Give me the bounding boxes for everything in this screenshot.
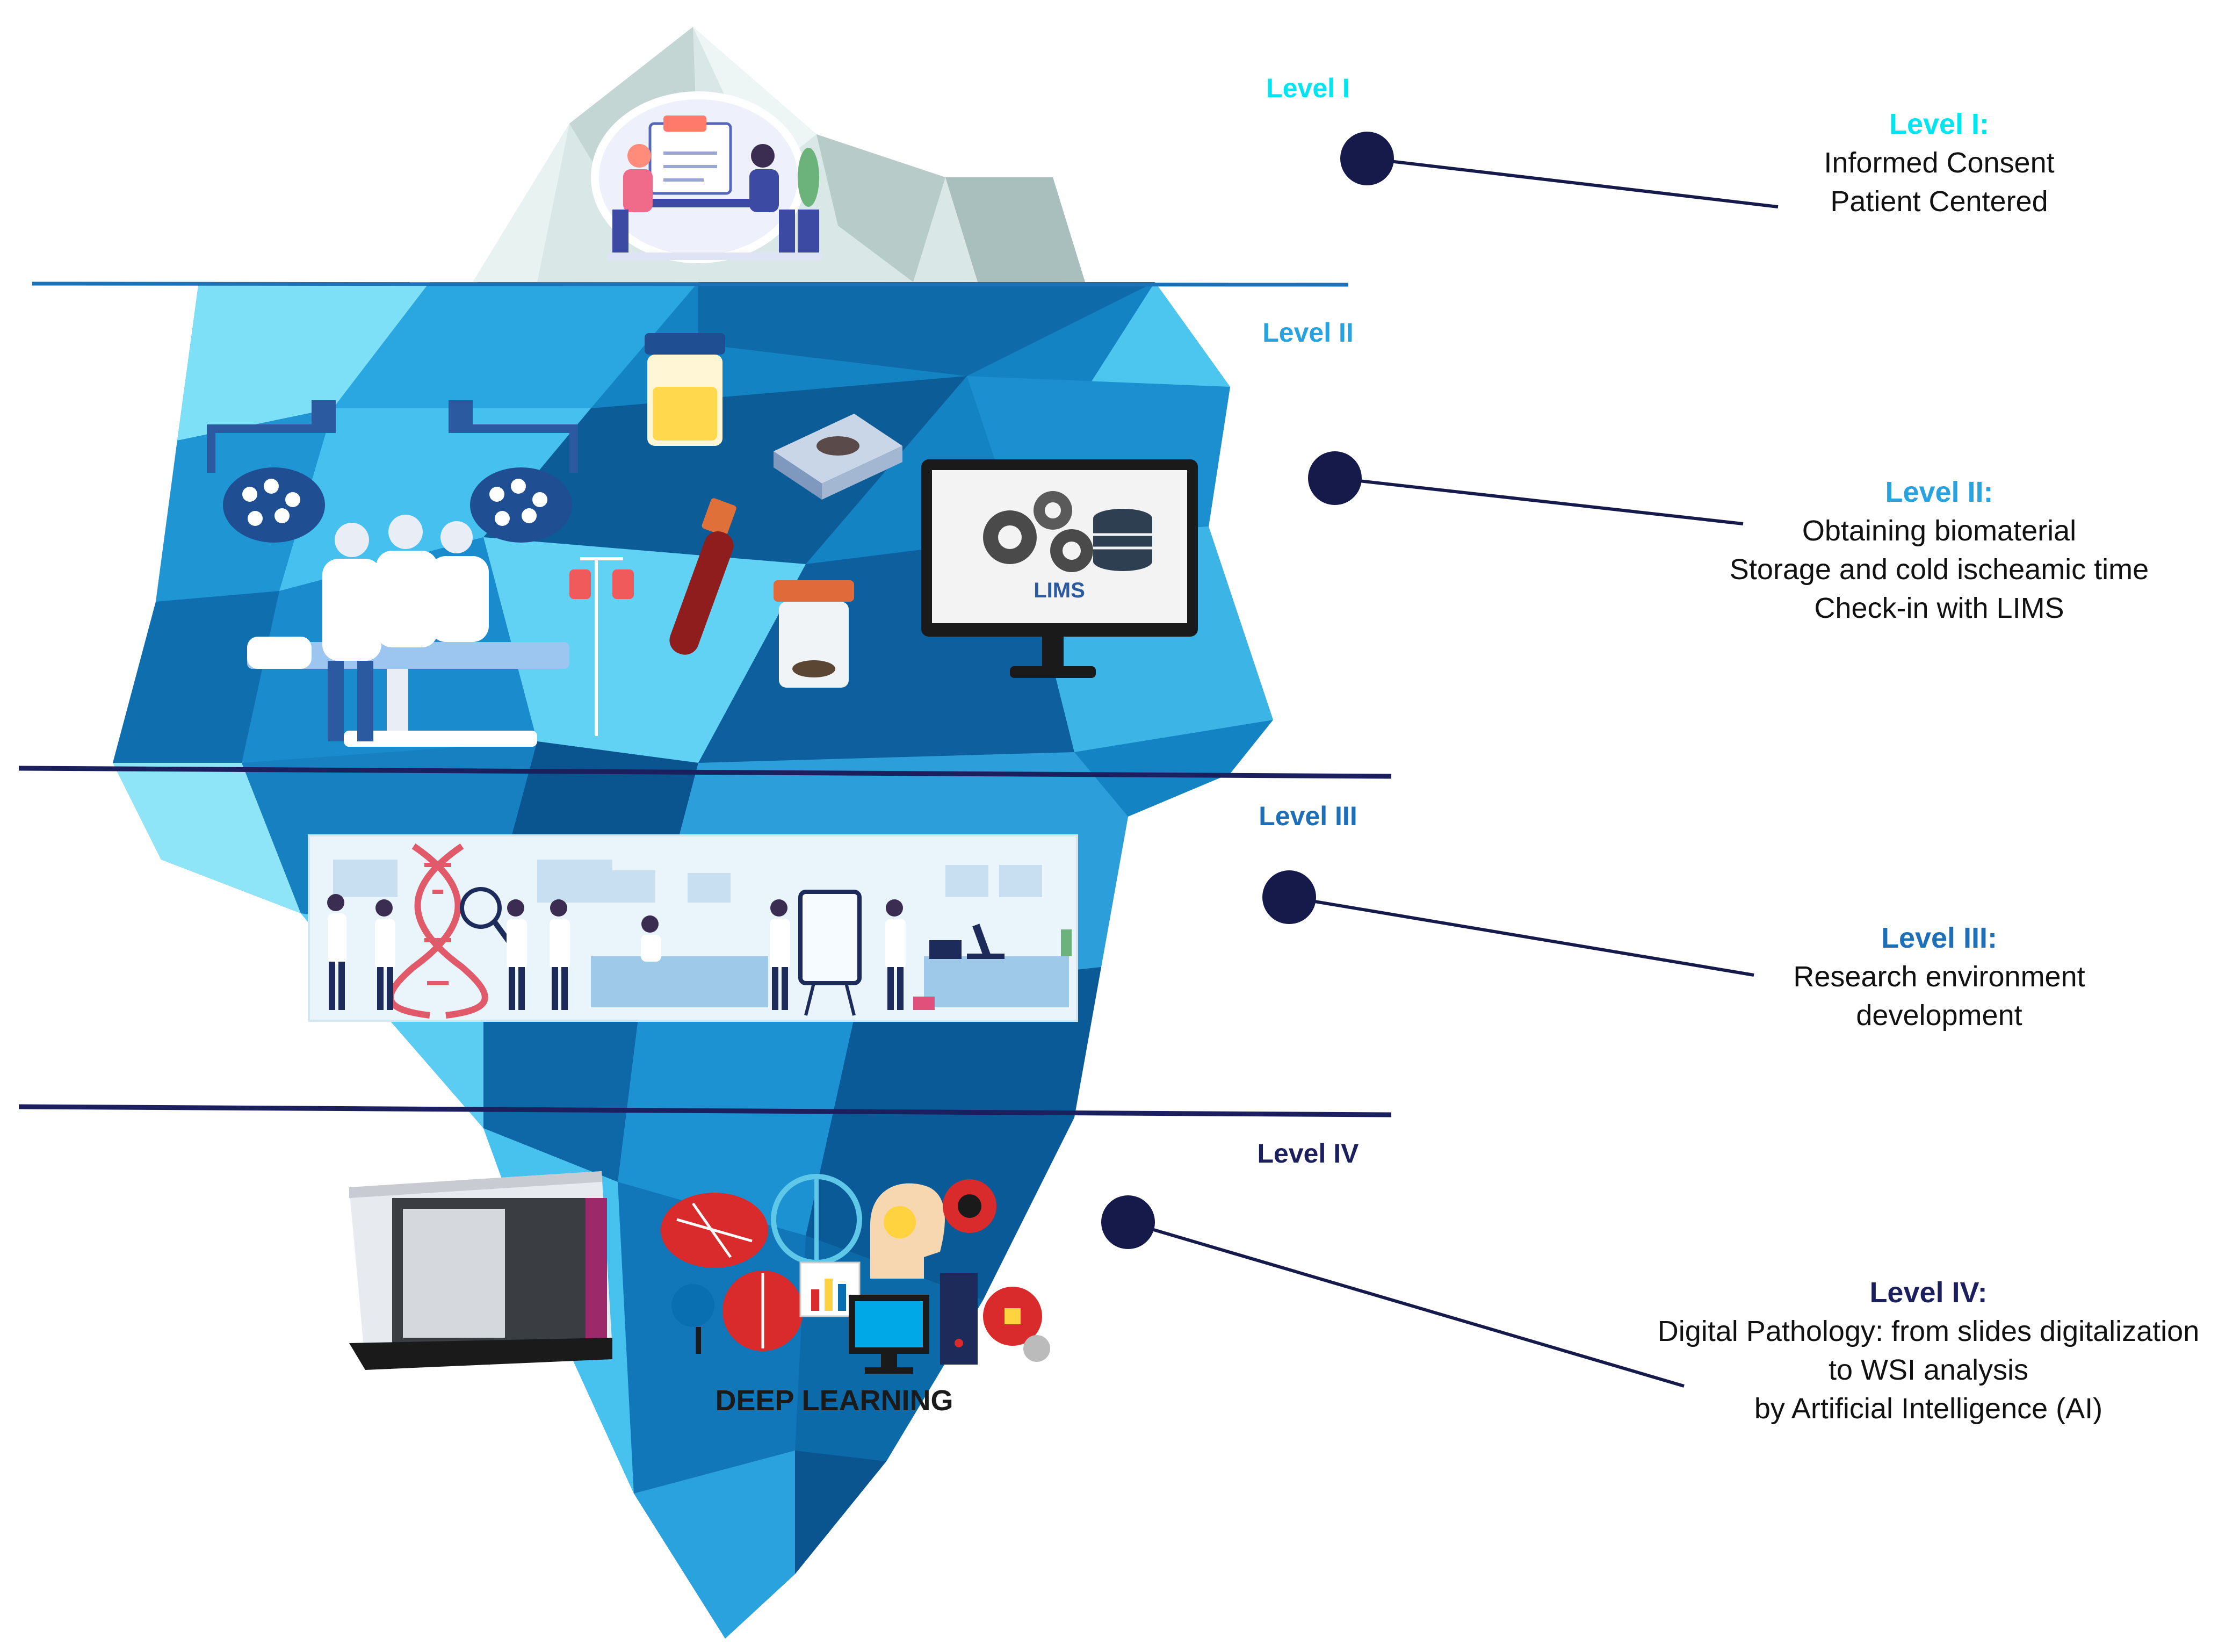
callout-connectors	[1101, 132, 1779, 1388]
level-2-line-3: Check-in with LIMS	[1814, 592, 2064, 624]
gear-icon	[1034, 491, 1072, 530]
search-icon	[671, 1284, 714, 1354]
connector-dot-level-3	[1262, 870, 1316, 924]
level-divider-3	[18, 1104, 1392, 1117]
level-1-line-1: Informed Consent	[1824, 147, 2055, 179]
level-3-line-2: development	[1856, 999, 2022, 1031]
connector-level-2	[1334, 477, 1744, 525]
level-2-line-2: Storage and cold ischeamic time	[1729, 553, 2149, 586]
level-2-heading: Level II:	[1885, 476, 1993, 508]
microscope-icon	[929, 924, 1005, 959]
connector-dot-level-2	[1308, 451, 1362, 505]
scientist-icon	[327, 894, 906, 1010]
level-2-tag: Level II	[1262, 318, 1354, 348]
connector-level-4	[1128, 1221, 1685, 1388]
deep-learning-cluster: DEEP LEARNING	[661, 1174, 1050, 1417]
blood-tube-icon	[669, 498, 736, 655]
level-3-line-1: Research environment	[1793, 961, 2085, 993]
presentation-board-icon	[798, 890, 862, 1016]
bar-chart-icon	[799, 1261, 861, 1317]
level-1-description: Level I: Informed Consent Patient Center…	[1724, 105, 2154, 221]
level-divider-1	[32, 282, 1349, 287]
lightbulb-head-icon	[870, 1183, 945, 1279]
dna-icon	[387, 843, 488, 1019]
slide-scanner-icon	[349, 1171, 612, 1370]
connector-level-3	[1289, 896, 1754, 977]
server-icon	[940, 1273, 978, 1365]
tissue-cassette-icon	[774, 414, 902, 500]
brain-icon	[661, 1193, 768, 1268]
brain-icon	[722, 1271, 803, 1351]
lims-monitor-icon: LIMS	[921, 459, 1198, 678]
level-3-description: Level III: Research environment developm…	[1724, 919, 2154, 1035]
level-4-heading: Level IV:	[1869, 1276, 1988, 1309]
gear-icon	[983, 510, 1037, 564]
database-icon	[1093, 509, 1152, 571]
gear-icon	[983, 1287, 1042, 1346]
level-2-line-1: Obtaining biomaterial	[1802, 515, 2077, 547]
level-3-heading: Level III:	[1881, 922, 1998, 954]
level-4-line-1: Digital Pathology: from slides digitaliz…	[1657, 1315, 2200, 1347]
connector-dot-level-4	[1101, 1195, 1155, 1249]
surgeon-icon	[247, 515, 634, 747]
connector-level-1	[1367, 157, 1779, 208]
level-4-tag: Level IV	[1257, 1138, 1359, 1168]
consultation-icon	[591, 91, 822, 263]
level-4-line-3: by Artificial Intelligence (AI)	[1754, 1393, 2103, 1425]
computer-icon	[849, 1295, 929, 1374]
connector-dot-level-1	[1340, 132, 1394, 185]
level-2-description: Level II: Obtaining biomaterial Storage …	[1671, 473, 2208, 627]
research-lab-banner	[308, 834, 1078, 1022]
level-4-line-2: to WSI analysis	[1828, 1354, 2029, 1386]
level-divider-2	[18, 766, 1392, 779]
gear-icon	[1050, 529, 1093, 572]
level-1-heading: Level I:	[1889, 108, 1990, 140]
gear-icon	[1023, 1335, 1050, 1362]
settings-icon	[943, 1179, 996, 1233]
level-1-line-2: Patient Centered	[1830, 185, 2048, 218]
deep-learning-label: DEEP LEARNING	[715, 1384, 953, 1417]
level-4-description: Level IV: Digital Pathology: from slides…	[1622, 1273, 2235, 1428]
specimen-jar-icon	[645, 333, 725, 446]
specimen-jar-icon	[774, 580, 854, 688]
level-3-tag: Level III	[1259, 801, 1357, 831]
level-1-tag: Level I	[1266, 73, 1350, 103]
surgery-lamp-icon	[207, 400, 578, 543]
lims-label: LIMS	[1034, 579, 1085, 602]
